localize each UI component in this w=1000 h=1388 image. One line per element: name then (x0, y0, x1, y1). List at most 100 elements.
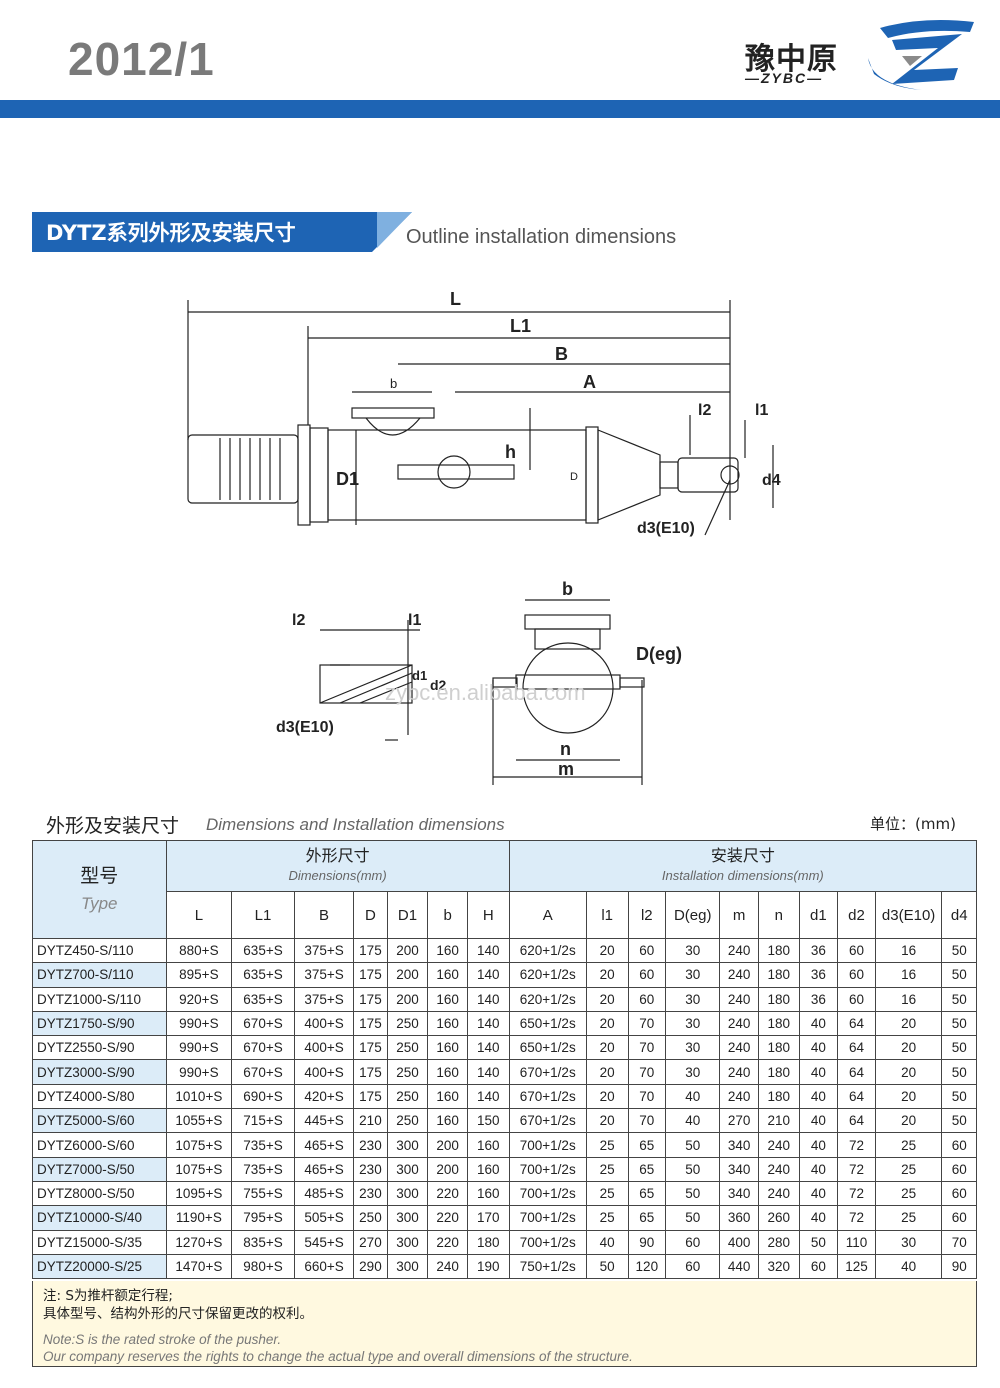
table-cell: 150 (466, 1108, 510, 1134)
table-cell: 25 (874, 1205, 943, 1231)
table-cell: 50 (665, 1132, 721, 1158)
table-cell: 30 (665, 986, 721, 1012)
table-cell: 420+S (293, 1083, 355, 1110)
table-cell: 700+1/2s (508, 1156, 587, 1182)
table-cell: 40 (798, 1035, 839, 1061)
end-b: b (562, 579, 573, 599)
table-cell: 40 (585, 1229, 629, 1255)
table-cell: 160 (466, 1132, 510, 1158)
model-cell: DYTZ6000-S/60 (32, 1132, 167, 1158)
table-cell: 795+S (231, 1205, 295, 1231)
table-cell: 50 (585, 1253, 629, 1280)
section-title-banner (32, 212, 412, 252)
model-cell: DYTZ10000-S/40 (32, 1205, 167, 1231)
table-title: 外形及安装尺寸 (46, 815, 180, 837)
table-cell: 240 (757, 1132, 800, 1158)
note-cn-2: 具体型号、结构外形的尺寸保留更改的权利。 (43, 1306, 313, 1322)
model-cell: DYTZ7000-S/50 (32, 1156, 167, 1182)
table-cell: 64 (837, 1010, 876, 1037)
dim-l2: l2 (698, 402, 711, 419)
table-cell: 300 (386, 1205, 429, 1231)
table-cell: 64 (837, 1035, 876, 1061)
table-cell: 180 (757, 986, 800, 1012)
table-cell: 25 (874, 1156, 943, 1182)
table-cell: 50 (665, 1205, 721, 1231)
table-cell: 175 (353, 986, 388, 1012)
table-cell: 1055+S (165, 1108, 233, 1134)
table-cell: 140 (466, 1059, 510, 1085)
table-cell: 1190+S (165, 1205, 233, 1231)
table-cell: 70 (627, 1059, 667, 1085)
table-cell: 40 (798, 1132, 839, 1158)
table-cell: 220 (427, 1180, 468, 1207)
table-cell: 340 (719, 1132, 759, 1158)
table-cell: 920+S (165, 986, 233, 1012)
detail-d3: d3(E10) (276, 719, 334, 736)
column-header: H (466, 891, 510, 939)
table-cell: 650+1/2s (508, 1035, 587, 1061)
table-cell: 400 (719, 1229, 759, 1255)
table-cell: 140 (466, 1083, 510, 1110)
table-cell: 300 (386, 1229, 429, 1255)
table-cell: 250 (386, 1108, 429, 1134)
table-cell: 700+1/2s (508, 1180, 587, 1207)
table-cell: 60 (941, 1180, 977, 1207)
table-cell: 240 (719, 1035, 759, 1061)
notes-box: 注: S为推杆额定行程; 具体型号、结构外形的尺寸保留更改的权利。 Note:S… (32, 1281, 977, 1367)
table-cell: 200 (427, 1132, 468, 1158)
table-cell: 240 (719, 1059, 759, 1085)
table-cell: 50 (941, 1108, 977, 1134)
table-cell: 160 (466, 1156, 510, 1182)
table-cell: 270 (353, 1229, 388, 1255)
table-cell: 635+S (231, 962, 295, 988)
table-cell: 200 (386, 986, 429, 1012)
table-cell: 320 (757, 1253, 800, 1280)
table-cell: 300 (386, 1132, 429, 1158)
table-cell: 20 (585, 986, 629, 1012)
table-cell: 895+S (165, 962, 233, 988)
table-cell: 30 (665, 962, 721, 988)
table-cell: 735+S (231, 1156, 295, 1182)
table-cell: 360 (719, 1205, 759, 1231)
table-cell: 340 (719, 1156, 759, 1182)
model-cell: DYTZ3000-S/90 (32, 1059, 167, 1085)
table-cell: 40 (798, 1059, 839, 1085)
column-header: d2 (837, 891, 876, 939)
table-cell: 30 (665, 937, 721, 964)
table-cell: 60 (941, 1156, 977, 1182)
table-cell: 70 (627, 1083, 667, 1110)
model-cell: DYTZ700-S/110 (32, 962, 167, 988)
table-cell: 240 (427, 1253, 468, 1280)
table-cell: 505+S (293, 1205, 355, 1231)
table-cell: 620+1/2s (508, 986, 587, 1012)
table-cell: 25 (585, 1180, 629, 1207)
table-cell: 180 (757, 962, 800, 988)
table-subtitle: Dimensions and Installation dimensions (206, 815, 505, 834)
table-cell: 300 (386, 1180, 429, 1207)
table-cell: 250 (386, 1035, 429, 1061)
column-header: D (353, 891, 388, 939)
table-cell: 620+1/2s (508, 962, 587, 988)
detail-l2: l2 (292, 612, 305, 629)
table-cell: 50 (941, 1010, 977, 1037)
table-cell: 30 (665, 1059, 721, 1085)
table-cell: 990+S (165, 1010, 233, 1037)
note-cn-1: 注: S为推杆额定行程; (43, 1288, 173, 1304)
table-cell: 60 (627, 962, 667, 988)
table-cell: 20 (585, 937, 629, 964)
table-cell: 240 (719, 1010, 759, 1037)
install-group-header: 安装尺寸 Installation dimensions(mm) (508, 840, 978, 892)
table-cell: 180 (757, 1059, 800, 1085)
table-cell: 72 (837, 1205, 876, 1231)
table-cell: 40 (665, 1083, 721, 1110)
table-cell: 70 (627, 1035, 667, 1061)
table-cell: 700+1/2s (508, 1205, 587, 1231)
table-cell: 230 (353, 1180, 388, 1207)
table-cell: 1470+S (165, 1253, 233, 1280)
dim-L: L (450, 289, 461, 309)
table-cell: 16 (874, 962, 943, 988)
